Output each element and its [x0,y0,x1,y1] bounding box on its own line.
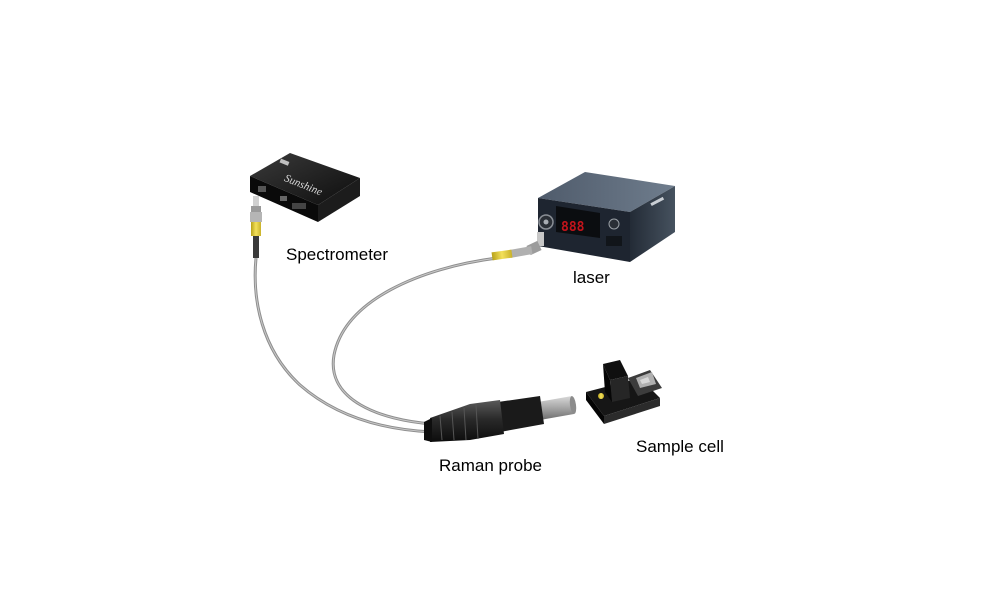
laser-fiber-cable [331,256,498,426]
laser-display: 888 [561,220,585,235]
raman-probe-label: Raman probe [439,456,543,475]
spectrometer-fiber-cable [253,257,433,434]
sample-cell-icon [586,360,662,424]
laser-label: laser [573,268,610,287]
sample-cell-label: Sample cell [636,437,724,456]
raman-probe-icon [424,396,577,442]
fiber-cables [253,256,498,434]
laser-device-icon: 888 [491,172,675,262]
spectrometer-device-icon: Sunshine [250,153,360,258]
spectrometer-label: Spectrometer [286,245,389,264]
